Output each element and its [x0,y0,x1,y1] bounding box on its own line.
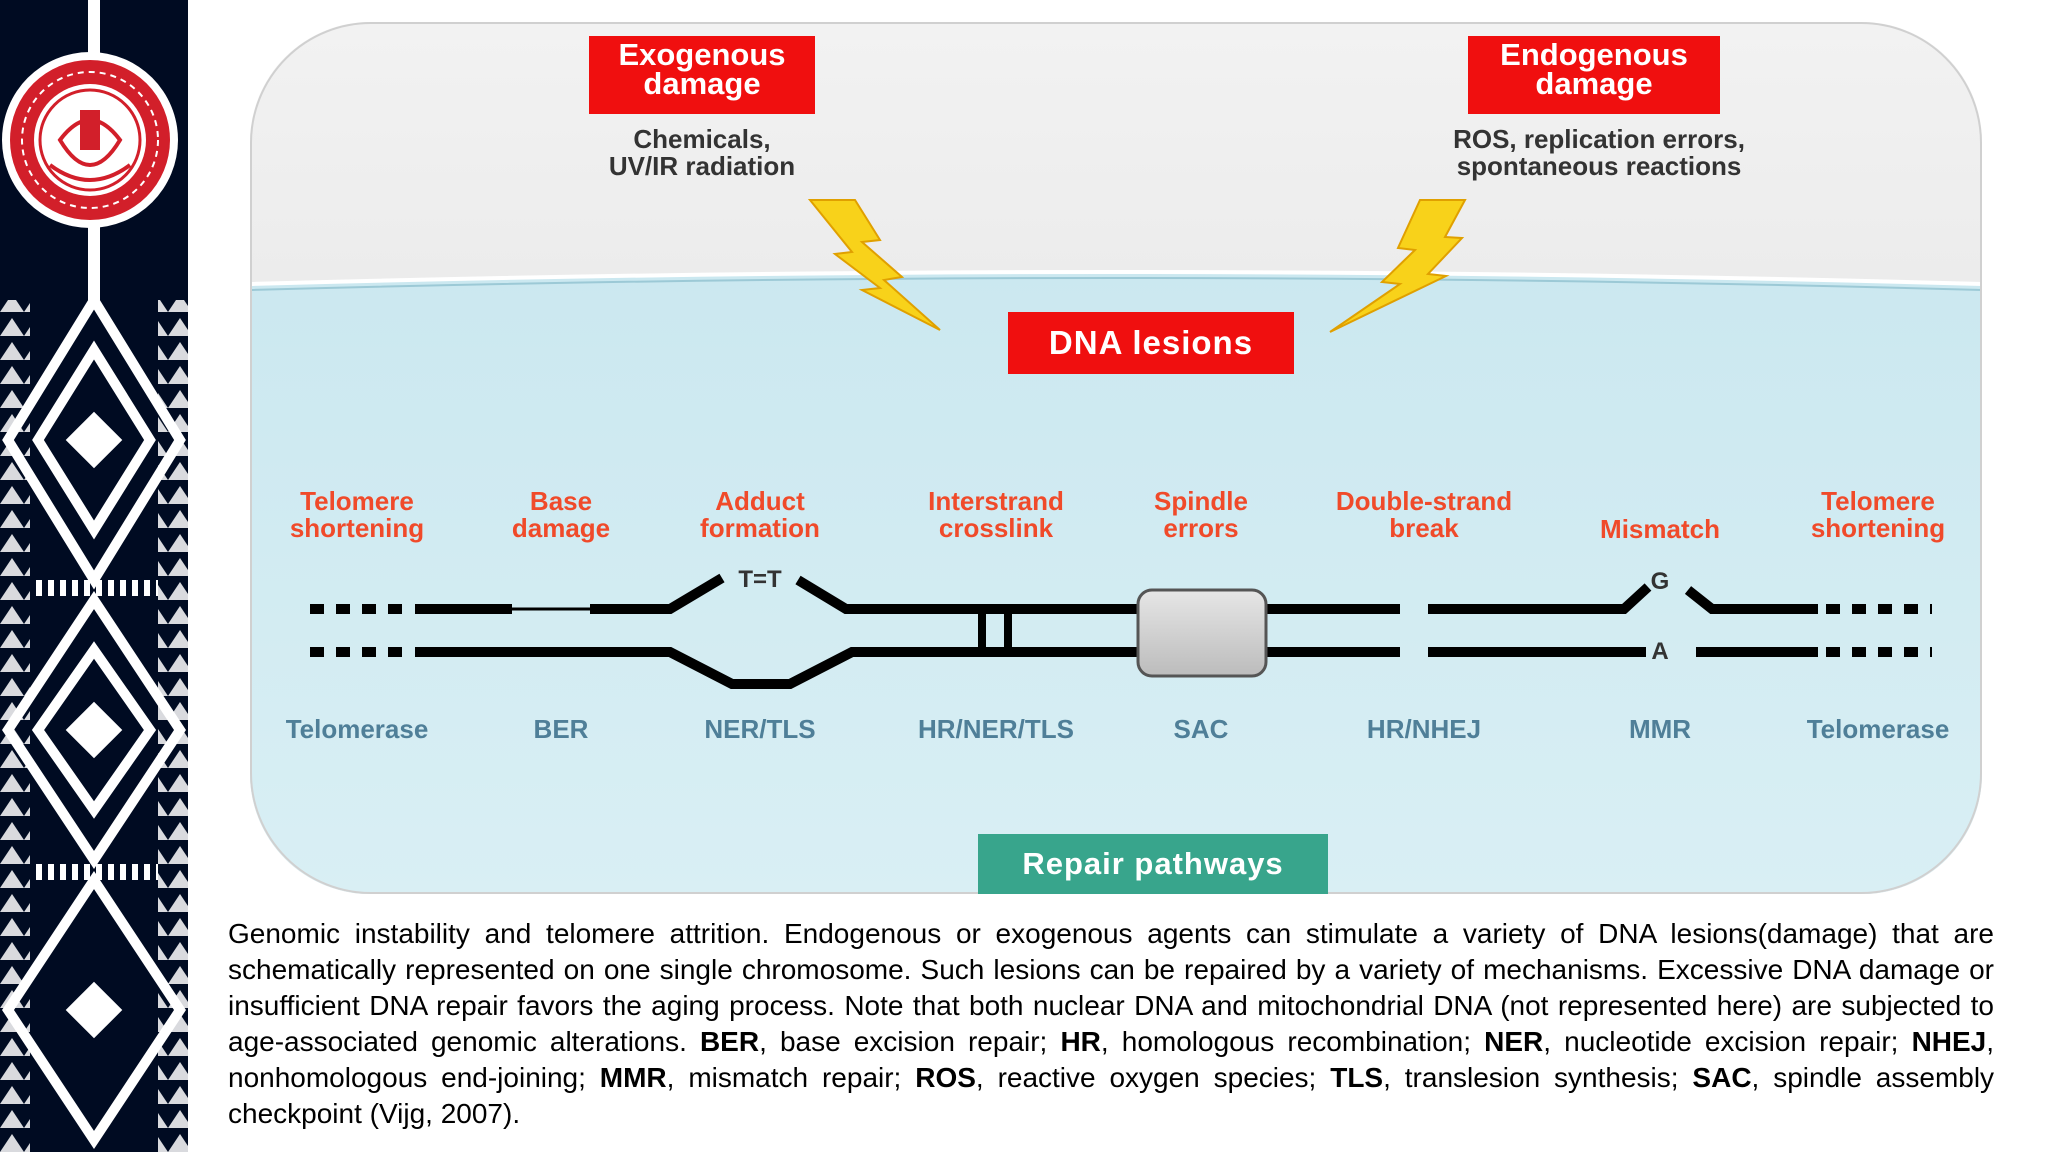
caption-def: base excision repair; [779,1026,1048,1057]
pathway-label: BER [533,714,589,744]
chromosome-schematic [310,573,1932,689]
lesion-line: formation [700,513,820,544]
lesion-label: Mismatch [1600,514,1720,544]
caption-def: spindle assembly checkpoint (Vijg, 2007)… [228,1062,1995,1129]
lesion-line: Telomere [300,486,414,516]
sac-block [1136,588,1268,678]
caption-def: reactive oxygen species; [997,1062,1317,1093]
lesion-label: Interstrand crosslink [928,486,1064,544]
endogenous-damage-title: Endogenous damage [1468,36,1720,114]
caption-intro: Genomic instability and telomere attriti… [228,918,1994,1057]
lesion-line: Telomere [1821,486,1935,516]
exogenous-damage-desc: Chemicals, UV/IR radiation [552,124,852,182]
exogenous-title-line-2: damage [643,65,761,101]
caption-abbr: ROS [915,1062,976,1093]
lesion-line: shortening [289,513,425,544]
caption-def: nonhomologous end-joining; [228,1062,586,1093]
mismatch-top-base: G [1650,568,1670,595]
pathway-label: HR/NHEJ [1366,714,1482,744]
exogenous-damage-title: Exogenous damage [589,36,815,114]
lesion-label: Telomere shortening [289,486,425,544]
caption-abbr: HR [1060,1026,1101,1057]
caption-abbr: SAC [1692,1062,1752,1093]
endogenous-title-line-1: Endogenous [1500,37,1688,72]
caption-abbr: BER [699,1026,760,1057]
repair-pathways-label: Repair pathways [978,834,1328,894]
lesion-label: Telomere shortening [1810,486,1946,544]
caption-def: mismatch repair; [688,1062,902,1093]
lesion-line: Spindle [1154,486,1248,516]
pathway-label: Telomerase [285,714,429,744]
figure-caption: Genomic instability and telomere attriti… [228,918,1995,1129]
adduct-bases-label: T=T [738,566,782,593]
lesion-label: Spindle errors [1154,486,1248,544]
lesion-line: errors [1163,513,1239,544]
lightning-bolt-icon [807,199,941,331]
lesion-line: Base [529,486,593,516]
lightning-bolt-icon [1329,199,1467,333]
exogenous-desc-line-2: UV/IR radiation [608,151,796,182]
endogenous-damage-desc: ROS, replication errors, spontaneous rea… [1414,124,1784,182]
dna-lesions-label: DNA lesions [1008,312,1294,374]
exogenous-title-line-1: Exogenous [618,37,786,72]
endogenous-title-line-2: damage [1535,65,1653,101]
caption-abbr: TLS [1330,1062,1384,1093]
lesion-line: damage [511,513,611,544]
caption-abbr: NHEJ [1911,1026,1987,1057]
dna-damage-diagram: Exogenous damage Chemicals, UV/IR radiat… [250,22,1982,894]
tribal-pattern [0,0,188,1152]
mismatch-bottom-base: A [1651,638,1669,665]
lesion-line: Double-strand [1335,486,1513,516]
exogenous-desc-line-1: Chemicals, [633,124,771,154]
caption-def: nucleotide excision repair; [1564,1026,1899,1057]
lesion-line: shortening [1810,513,1946,544]
caption-def: translesion synthesis; [1404,1062,1679,1093]
endogenous-desc-line-2: spontaneous reactions [1456,151,1742,182]
lesion-line: crosslink [938,513,1054,544]
caption-abbr: MMR [599,1062,667,1093]
caption-abbr: NER [1484,1026,1544,1057]
lesion-line: Adduct [715,486,805,516]
lesion-line: break [1389,513,1459,544]
pathway-label: MMR [1628,714,1692,744]
diagram-background [250,22,1982,894]
caption-def: homologous recombination; [1121,1026,1472,1057]
pathway-label: NER/TLS [704,714,816,744]
decorative-sidebar [0,0,188,1152]
pathway-label: SAC [1173,714,1229,744]
pathway-label: Telomerase [1806,714,1950,744]
lesion-label: Double-strand break [1335,486,1513,544]
lesion-line: Interstrand [928,486,1064,516]
university-seal [2,52,178,228]
endogenous-desc-line-1: ROS, replication errors, [1453,124,1745,154]
lesion-line: Mismatch [1600,514,1720,544]
lesion-label: Base damage [511,486,611,544]
pathway-label: HR/NER/TLS [918,714,1074,744]
lesion-label: Adduct formation [700,486,820,544]
